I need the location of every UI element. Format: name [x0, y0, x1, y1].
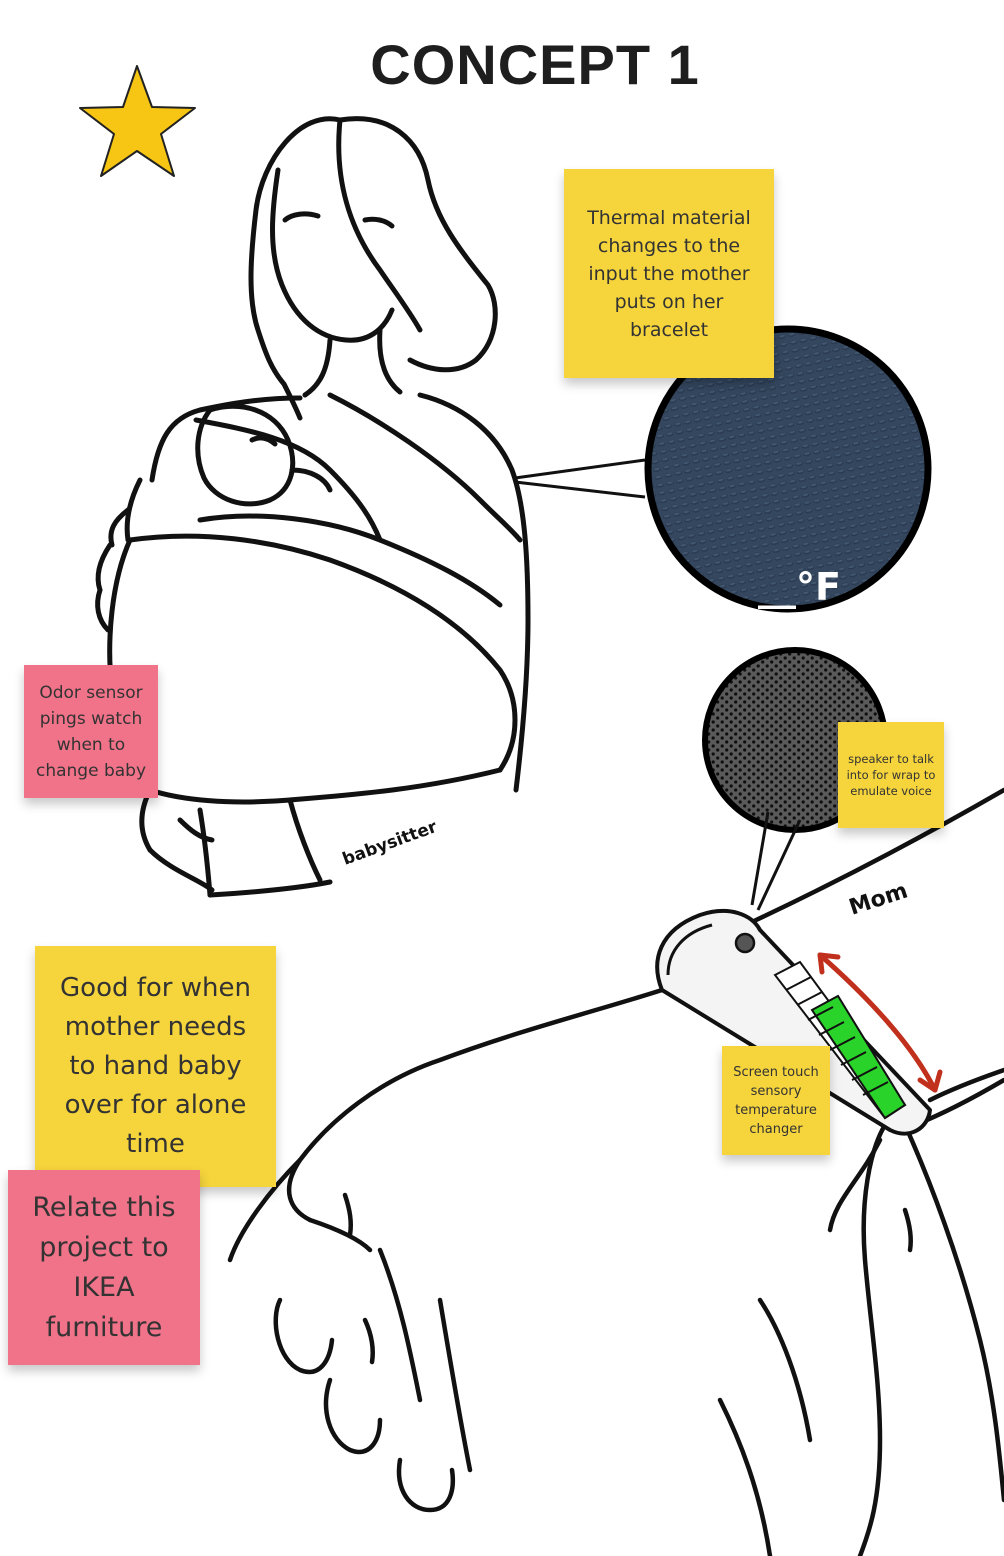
sticky-note-text: Odor sensor pings watch when to change b…: [35, 682, 147, 781]
sticky-note-odor: Odor sensor pings watch when to change b…: [24, 665, 158, 798]
speaker-pointer-lines: [750, 811, 802, 911]
sticky-note-text: Relate this project to IKEA furniture: [32, 1191, 176, 1343]
thermal-fabric-swatch: [644, 325, 932, 613]
sleeve-text: babysitter: [340, 817, 440, 870]
wrist-and-hands-drawing: [227, 787, 1004, 1556]
sticky-note-text: Thermal material changes to the input th…: [587, 206, 751, 341]
bracelet: [655, 909, 932, 1136]
sticky-note-screen: Screen touch sensory temperature changer: [722, 1046, 830, 1155]
star-icon: [79, 65, 196, 177]
sticky-note-thermal: Thermal material changes to the input th…: [564, 169, 774, 378]
sticky-note-speaker: speaker to talk into for wrap to emulate…: [838, 722, 944, 828]
sticky-note-text: speaker to talk into for wrap to emulate…: [846, 752, 936, 798]
wrist-text: Mom: [846, 878, 911, 920]
mother-with-baby-drawing: [95, 116, 531, 898]
sticky-note-ikea: Relate this project to IKEA furniture: [8, 1170, 200, 1365]
sticky-note-text: Screen touch sensory temperature changer: [733, 1064, 819, 1137]
temperature-slider: [773, 960, 907, 1120]
temperature-unit-label: __°F: [758, 565, 841, 609]
sticky-note-good-for: Good for when mother needs to hand baby …: [35, 946, 276, 1187]
double-arrow-icon: [817, 952, 943, 1093]
sticky-note-text: Good for when mother needs to hand baby …: [60, 973, 251, 1159]
bracelet-speaker-icon: [734, 932, 756, 954]
page-title: CONCEPT 1: [370, 33, 700, 96]
fabric-pointer-lines: [514, 458, 646, 499]
